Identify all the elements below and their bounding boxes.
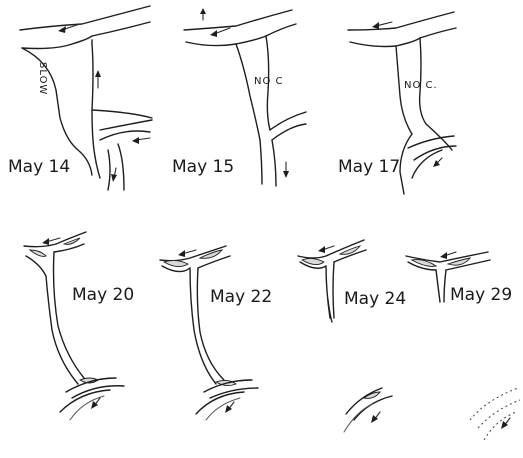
flow-arrows — [178, 250, 234, 413]
date-label: May 20 — [72, 285, 134, 305]
date-label: May 17 — [338, 157, 400, 177]
vessel-drawing — [160, 246, 258, 420]
date-label: May 15 — [172, 157, 234, 177]
panel-may-24: May 24 — [298, 240, 406, 432]
panel-may-17: NO C. May 17 — [338, 12, 456, 194]
panel-may-15: NO C May 15 — [172, 8, 306, 186]
vessel-drawing — [298, 240, 392, 432]
panel-may-29: May 29 — [406, 252, 520, 440]
panel-may-20: May 20 — [24, 232, 134, 420]
panel-note: NO C — [254, 76, 284, 87]
vessel-drawing — [406, 252, 520, 440]
panel-note: NO C. — [404, 80, 438, 91]
panel-may-14: SLOW May 14 — [8, 6, 152, 190]
panel-may-22: May 22 — [160, 246, 272, 420]
flow-arrows — [440, 252, 510, 429]
flow-arrows — [200, 8, 289, 178]
date-label: May 22 — [210, 287, 272, 307]
date-label: May 24 — [344, 289, 406, 309]
vessel-drawing — [24, 232, 124, 420]
panel-note: SLOW — [37, 62, 48, 95]
date-label: May 14 — [8, 157, 70, 177]
flow-arrows — [58, 24, 150, 182]
date-label: May 29 — [450, 285, 512, 305]
